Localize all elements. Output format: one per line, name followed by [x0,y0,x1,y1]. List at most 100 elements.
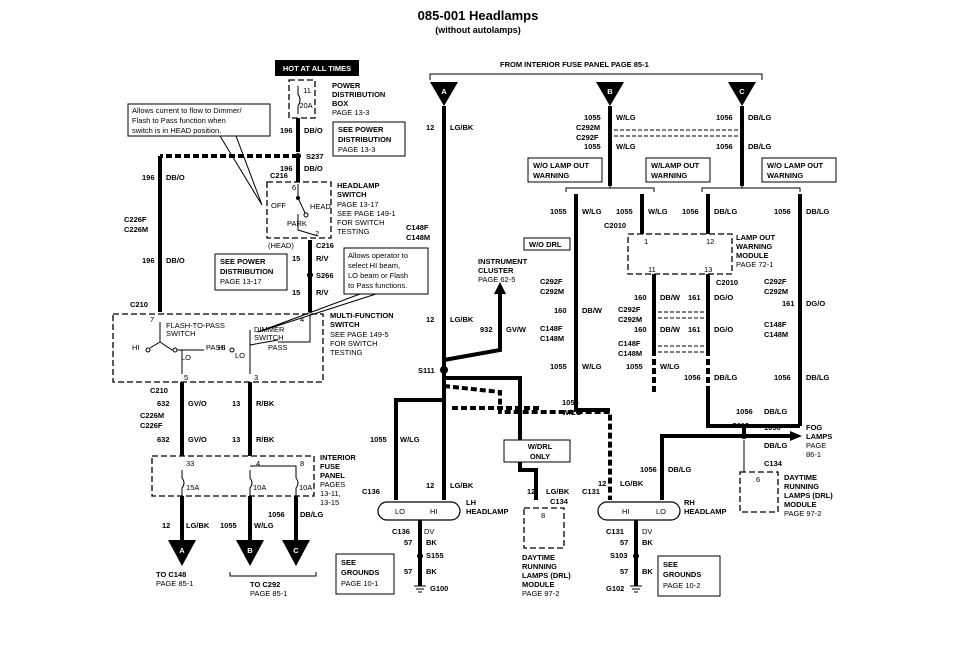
wire-rv-label-a: R/V [316,254,329,263]
wire-wlg-label-c: W/LG [616,142,636,151]
wire-196-label-d: 196 [142,256,155,265]
wire-lgbk-label-d: LG/BK [450,481,474,490]
see-grounds-right-2: GROUNDS [663,570,701,579]
power-distribution-box [288,79,316,119]
low-pin-13: 13 [704,265,712,274]
wire-932-gvw [443,292,502,362]
wire-dblg-label-g: DB/LG [806,373,829,382]
note1-line-b: Flash to Pass function when [132,116,226,125]
wire-dbo-label-c: DB/O [166,173,185,182]
fuse-10a-label: 10A [253,483,266,492]
w-drl-label-1: W/DRL [528,442,553,451]
connector-b-bottom-letter: B [247,546,253,555]
wire-160-label-b: 160 [634,325,647,334]
connector-a-top-letter: A [441,87,447,96]
connector-c216b-label: C216 [316,241,334,250]
mfs-label-2: SWITCH [330,320,360,329]
wire-lgbk-label-f: LG/BK [620,479,644,488]
headlamp-switch-box [266,181,332,239]
wire-1056-label-a: 1056 [268,510,285,519]
note2-pointer [257,293,377,333]
wire-1056-label-c: 1056 [716,142,733,151]
mfs-pin-4: 4 [300,315,304,324]
wire-gvo-label-a: GV/O [188,399,207,408]
mfs-label-1: MULTI-FUNCTION [330,311,394,320]
fog-label-3: PAGE [806,441,826,450]
see-power-distribution-box-1 [332,121,406,157]
ifp-label-2: FUSE [320,462,340,471]
connector-c148m-a: C148M [406,233,430,242]
splice-s103-dot [633,553,639,559]
wire-rbk-label-b: R/BK [256,435,275,444]
connector-c148m-right: C148M [764,330,788,339]
wire-57-label-d: 57 [620,567,628,576]
splice-s155-dot [417,553,423,559]
wire-196-label-c: 196 [142,173,155,182]
wire-dbo-label-a: DB/O [304,126,323,135]
connector-c292f-left: C292F [540,277,563,286]
wire-gvo-label-b: GV/O [188,435,207,444]
seepdb-3: PAGE 13-3 [338,145,375,154]
hs-label-6: TESTING [337,227,370,236]
from-interior-fuse-panel-bracket [429,73,763,80]
hot-at-all-times-banner [275,60,359,76]
wire-13-label-a: 13 [232,399,240,408]
note-box-operator-select [343,247,429,295]
drl-mid-4: MODULE [522,580,555,589]
wire-196-label-a: 196 [280,126,293,135]
lh-dv: DV [424,527,434,536]
hot-at-all-times-label: HOT AT ALL TIMES [283,64,351,73]
wire-1056-label-i: 1056 [764,423,781,432]
ic-label-2: CLUSTER [478,266,514,275]
multi-function-switch-box [112,313,324,383]
wo-lo-right-2: WARNING [767,171,803,180]
wire-1056-label-h: 1056 [736,407,753,416]
connector-c-bottom-arrow [282,540,310,566]
wire-1056-label-b: 1056 [716,113,733,122]
mfs-internal-wiring [149,314,311,374]
ground-g102-symbol [630,585,642,593]
lh-headlamp [377,501,461,521]
mfs-pin-7: 7 [150,315,154,324]
wire-dblg-label-i: DB/LG [764,441,787,450]
wire-13-label-b: 13 [232,435,240,444]
note2-line-a: Allows operator to [348,251,408,260]
hs-off: OFF [271,201,286,210]
wire-s111-left-branch [394,398,444,500]
drl-module-right [739,471,779,513]
wire-196-label-b: 196 [280,164,293,173]
wire-160-label-c: 160 [554,306,567,315]
w-drl-label-2: ONLY [530,452,550,461]
note2-line-b: select HI beam, [348,261,400,270]
note2-line-d: to Pass functions. [348,281,407,290]
mfs-hi-b: HI [218,343,226,352]
see-power-distribution-box-2 [214,253,288,291]
wire-wlg-label-d: W/LG [582,207,602,216]
wire-12-label-e: 12 [527,487,535,496]
wire-161-label-c: 161 [782,299,795,308]
wire-1055-to-s111 [574,392,610,412]
drl-right-4: MODULE [784,500,817,509]
wire-wlg-label-h: W/LG [562,408,582,417]
drl-right-2: RUNNING [784,482,819,491]
ground-g102-label: G102 [606,584,624,593]
mfs-contact-2 [172,347,178,353]
connector-c292m-mid: C292M [618,315,642,324]
low-label-2: WARNING [736,242,772,251]
wire-160-label-a: 160 [634,293,647,302]
lh-lo: LO [395,507,405,516]
ifp-label-3: PANEL [320,471,345,480]
instrument-cluster-arrow [494,282,506,294]
connector-c292m-top: C292M [576,123,600,132]
option-wo-lamp-out-left [527,157,603,183]
fuse-8-label: 8 [300,459,304,468]
wire-632-label-b: 632 [157,435,170,444]
rh-label-1: RH [684,498,695,507]
note-box-dimmer-current [127,103,271,137]
mfs-pass-a: PASS [206,343,225,352]
low-label-3: MODULE [736,251,769,260]
ifp-label-1: INTERIOR [320,453,356,462]
wire-wlg-label-e: W/LG [648,207,668,216]
note1-line-c: switch is in HEAD position. [132,126,221,135]
mfs-lo-b: LO [235,351,245,360]
